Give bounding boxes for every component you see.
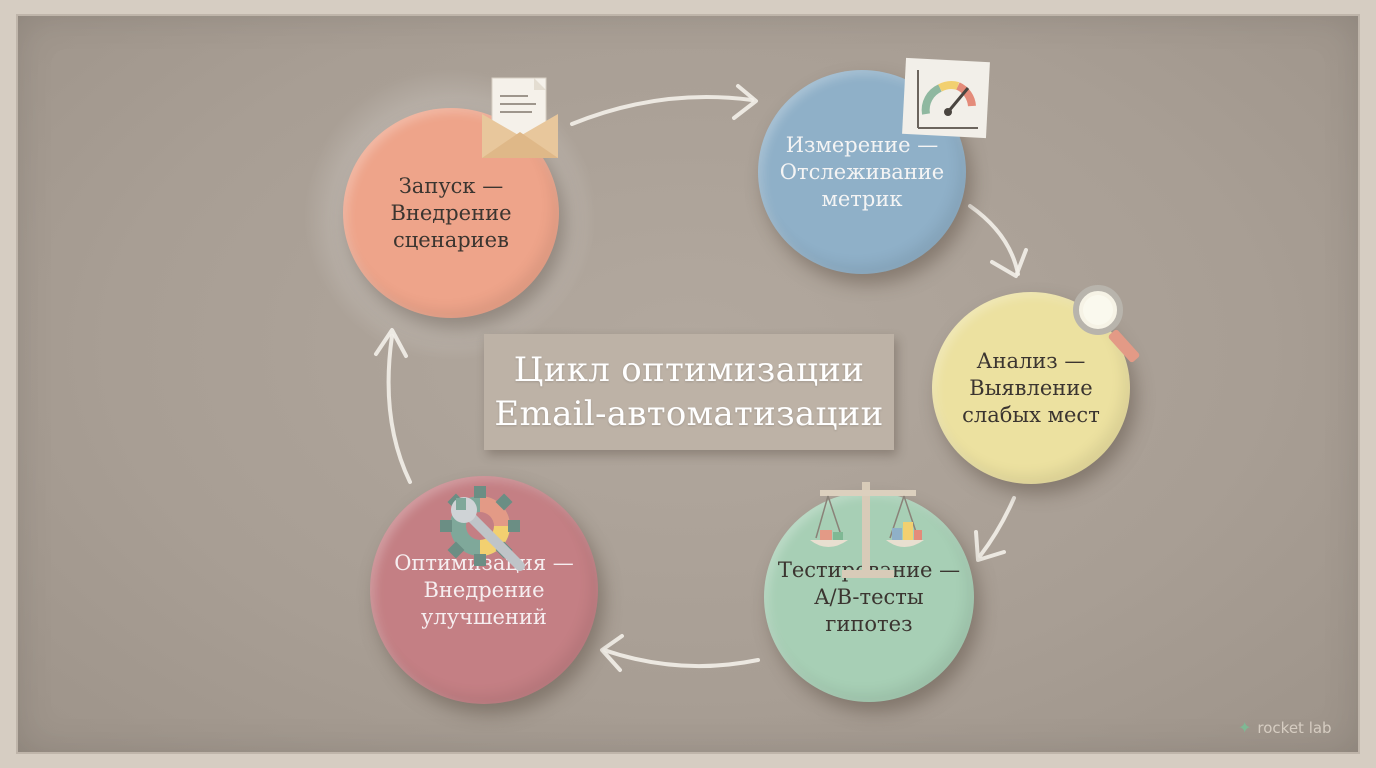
arrow-opt-to-launch	[386, 334, 412, 484]
title-line-1: Цикл оптимизации	[513, 350, 865, 390]
arrow-test-to-opt	[602, 648, 760, 669]
arrow-launch-to-measure	[570, 95, 754, 126]
gauge-chart-icon	[902, 57, 990, 139]
arrow-measure-to-analysis	[968, 204, 1020, 276]
brand-logo: ✦ rocket lab	[1238, 718, 1332, 737]
arrow-measure-to-analysis-head	[990, 248, 1028, 278]
rocket-icon: ✦	[1238, 718, 1252, 737]
title-card: Цикл оптимизации Email-автоматизации	[484, 334, 894, 450]
arrow-launch-to-measure-head	[732, 84, 758, 120]
arrow-test-to-opt-head	[600, 634, 624, 672]
step-measure-label: Измерение — Отслеживание метрик	[779, 132, 945, 211]
arrow-analysis-to-test-head	[974, 530, 1006, 562]
balance-scale-icon	[810, 482, 924, 578]
step-test-label: Тестирование — A/B-тесты гипотез	[777, 557, 961, 636]
envelope-letter-icon	[482, 77, 558, 158]
step-launch-label: Запуск — Внедрение сценариев	[390, 173, 512, 252]
step-analysis: Анализ — Выявление слабых мест	[932, 292, 1130, 484]
step-analysis-label: Анализ — Выявление слабых мест	[962, 348, 1100, 427]
gear-wrench-icon	[440, 486, 525, 571]
title-line-2: Email-автоматизации	[494, 394, 884, 434]
brand-logo-text: rocket lab	[1257, 718, 1332, 737]
arrow-analysis-to-test	[978, 496, 1016, 558]
magnifier-icon	[1073, 285, 1140, 363]
